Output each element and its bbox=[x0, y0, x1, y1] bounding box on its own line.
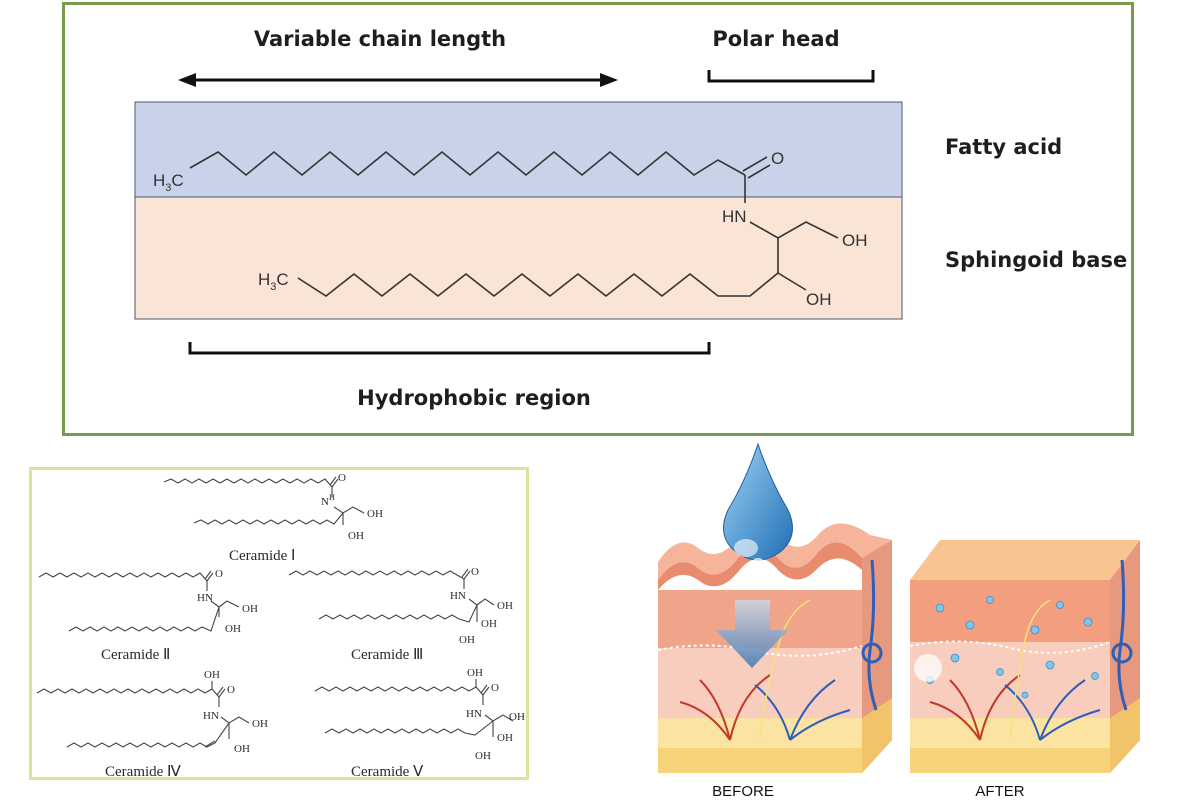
ceramide-types-panel bbox=[29, 467, 529, 780]
hydroxyl-1: OH bbox=[842, 231, 868, 250]
fatty-acid-chain bbox=[189, 150, 746, 177]
chain-length-arrow bbox=[178, 73, 618, 87]
hydroxyl-2: OH bbox=[806, 290, 832, 309]
ceramide-4-label: Ceramide Ⅳ bbox=[105, 764, 181, 780]
fatty-acid-label: Fatty acid bbox=[945, 135, 1062, 159]
after-label-text: AFTER bbox=[975, 783, 1025, 800]
sphingoid-base-label: Sphingoid base bbox=[945, 248, 1127, 272]
ceramide-2-oh1: OH bbox=[242, 603, 258, 615]
water-drop-icon bbox=[723, 442, 793, 561]
amide-nh: HN bbox=[722, 207, 747, 226]
ceramide-5-oh4: OH bbox=[467, 667, 483, 679]
ceramide-5-label: Ceramide Ⅴ bbox=[351, 764, 424, 780]
ceramide-3-label: Ceramide Ⅲ bbox=[351, 647, 423, 663]
sphingoid-head bbox=[749, 221, 839, 239]
skin-before-block bbox=[657, 523, 892, 773]
before-label-text: BEFORE bbox=[712, 783, 774, 800]
ceramide-3-oh3: OH bbox=[459, 634, 475, 646]
ceramide-4-o: O bbox=[227, 684, 235, 696]
hydrophobic-bracket bbox=[188, 342, 711, 355]
ceramide-2-label: Ceramide Ⅱ bbox=[101, 647, 170, 663]
ceramide-1-label: Ceramide Ⅰ bbox=[229, 548, 295, 564]
ceramide-1-o: O bbox=[338, 472, 346, 484]
methyl-label-sphingoid: H3C bbox=[258, 270, 289, 293]
polar-head-bracket bbox=[707, 70, 875, 83]
ceramide-structure-diagram: Variable chain length Polar head Fatty a… bbox=[134, 27, 1127, 410]
fatty-acid-band bbox=[134, 101, 903, 198]
ceramide-4-oh2: OH bbox=[234, 743, 250, 755]
ceramide-5-nh: HN bbox=[466, 708, 482, 720]
ceramide-5-oh3: OH bbox=[475, 750, 491, 762]
ceramide-5-oh1: OH bbox=[509, 711, 525, 723]
carbonyl-oxygen: O bbox=[771, 149, 784, 168]
ceramide-2-o: O bbox=[215, 568, 223, 580]
ceramide-types-diagram: O NH OH OH Ceramide Ⅰ O HN OH OH Ceramid… bbox=[36, 472, 525, 780]
ceramide-1-oh2: OH bbox=[348, 530, 364, 542]
variable-chain-label: Variable chain length bbox=[254, 27, 506, 51]
skin-after-block bbox=[909, 540, 1140, 773]
ceramide-5-oh2: OH bbox=[497, 732, 513, 744]
ceramide-structure-panel bbox=[62, 2, 1134, 436]
sphingoid-base-band bbox=[134, 196, 903, 320]
ceramide-1-oh1: OH bbox=[367, 508, 383, 520]
ceramide-4-oh1: OH bbox=[252, 718, 268, 730]
hydrophobic-region-label: Hydrophobic region bbox=[357, 386, 591, 410]
carbonyl-double-bond bbox=[742, 156, 768, 172]
polar-head-label: Polar head bbox=[712, 27, 839, 51]
ceramide-3-nh: HN bbox=[450, 590, 466, 602]
ceramide-3-oh2: OH bbox=[481, 618, 497, 630]
methyl-label-fatty: H3C bbox=[153, 171, 184, 194]
ceramide-4-nh: HN bbox=[203, 710, 219, 722]
ceramide-3-oh1: OH bbox=[497, 600, 513, 612]
skin-hydration-illustration: BEFORE bbox=[657, 442, 1140, 773]
sphingoid-chain bbox=[297, 272, 779, 298]
ceramide-5-o: O bbox=[491, 682, 499, 694]
ceramide-1-nh: NH bbox=[321, 493, 335, 508]
ceramide-2-oh2: OH bbox=[225, 623, 241, 635]
ceramide-4-oh3: OH bbox=[204, 669, 220, 681]
ceramide-3-o: O bbox=[471, 566, 479, 578]
ceramide-2-nh: HN bbox=[197, 592, 213, 604]
